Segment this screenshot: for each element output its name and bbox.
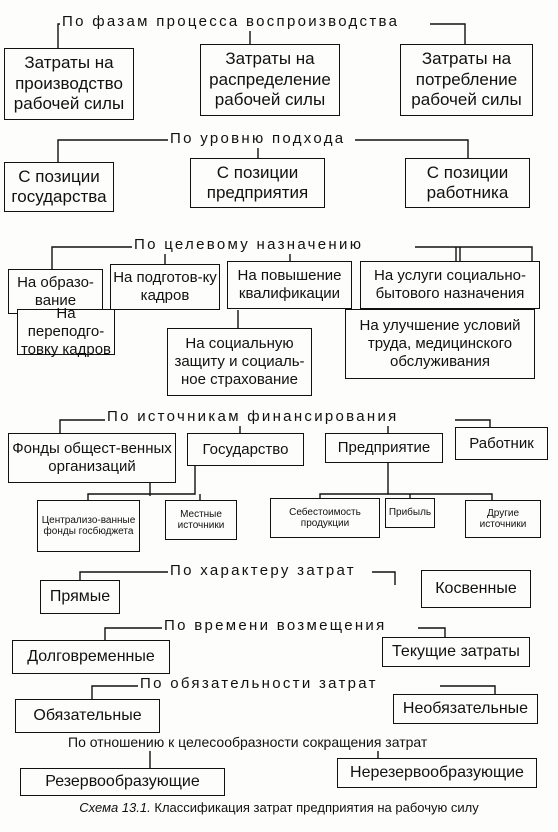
box-profit: Прибыль (385, 498, 435, 528)
box-public-funds: Фонды общест-венных организаций (8, 433, 176, 483)
box-working-conditions: На улучшение условий труда, медицинского… (345, 309, 535, 379)
box-social-services: На услуги социально-бытового назначения (360, 261, 540, 309)
box-qualification: На повышение квалификации (227, 261, 352, 309)
box-non-reserve-forming: Нерезервообразующие (337, 758, 537, 788)
heading-reimbursement-time: По времени возмещения (162, 617, 389, 635)
box-central-budget: Централизо-ванные фонды госбюджета (37, 500, 140, 552)
box-production-cost: Себестоимость продукции (270, 498, 380, 538)
box-state: Государство (187, 433, 304, 466)
box-enterprise-position: С позиции предприятия (190, 158, 325, 208)
figure-caption: Схема 13.1. Классификация затрат предпри… (0, 800, 558, 815)
caption-text: Классификация затрат предприятия на рабо… (154, 800, 479, 815)
box-long-term: Долговременные (12, 640, 170, 674)
box-enterprise: Предприятие (325, 433, 443, 463)
box-indirect: Косвенные (421, 570, 531, 608)
heading-approach-level: По уровню подхода (168, 130, 348, 148)
box-reserve-forming: Резервообразующие (20, 768, 225, 796)
heading-reduction-expediency: По отношению к целесообразности сокращен… (66, 733, 430, 751)
connector-6-line (104, 627, 162, 640)
connector-1-right (430, 23, 466, 44)
heading-target-purpose: По целевому назначению (132, 236, 366, 254)
box-current-costs: Текущие затраты (382, 637, 530, 667)
box-worker-position: С позиции работника (405, 158, 530, 208)
box-production-costs: Затраты на производство рабочей силы (4, 48, 134, 120)
connector-3-line (51, 246, 132, 269)
heading-reproduction-phases: По фазам процесса воспроизводства (60, 13, 402, 31)
box-mandatory: Обязательные (15, 699, 160, 733)
box-retraining: На переподго-товку кадров (17, 305, 115, 358)
heading-funding-sources: По источникам финансирования (105, 408, 401, 426)
box-social-protection: На социальную защиту и социаль-ное страх… (167, 328, 312, 396)
box-staff-training: На подготов-ку кадров (110, 264, 220, 310)
connector-2-right (355, 139, 469, 158)
box-state-position: С позиции государства (4, 162, 114, 212)
box-distribution-costs: Затраты на распределение рабочей силы (200, 44, 340, 116)
connector-2-left (57, 139, 168, 162)
connector-4-line (59, 419, 105, 433)
caption-label: Схема 13.1. (79, 800, 151, 815)
box-worker: Работник (455, 427, 548, 460)
heading-cost-nature: По характеру затрат (168, 562, 358, 580)
box-local-sources: Местные источники (165, 500, 237, 540)
heading-obligation: По обязательности затрат (138, 675, 380, 693)
connector-7-line (91, 685, 138, 699)
box-education: На образо-вание (8, 269, 103, 314)
box-consumption-costs: Затраты на потребление рабочей силы (400, 44, 533, 116)
connector-5-line (79, 571, 168, 580)
box-direct: Прямые (40, 580, 120, 614)
box-optional: Необязательные (393, 694, 538, 724)
box-other-sources: Другие источники (465, 500, 541, 538)
